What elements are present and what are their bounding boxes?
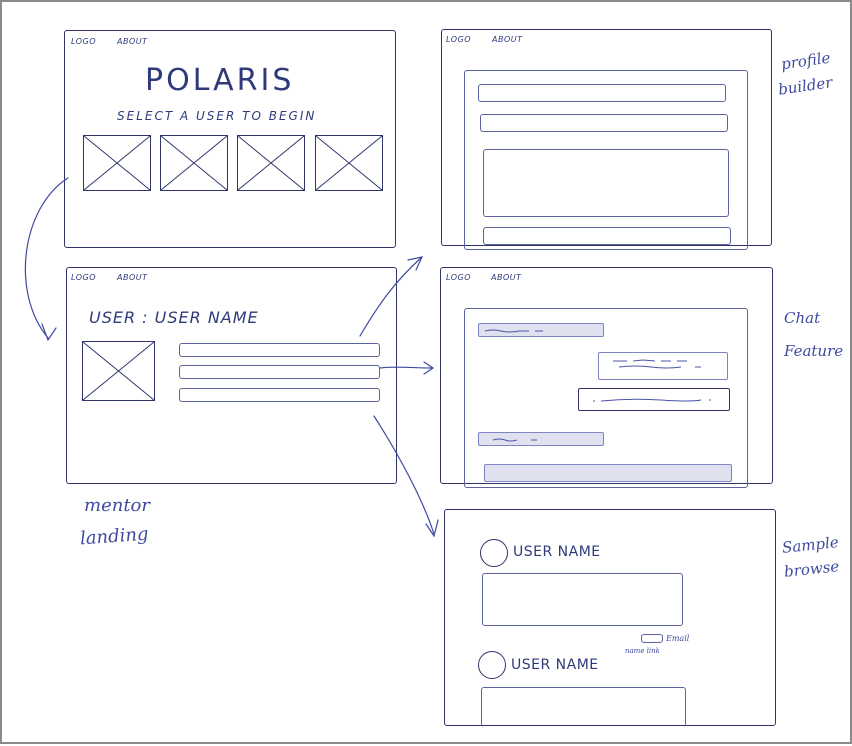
mentor-option-1[interactable] — [179, 343, 380, 357]
chat-message-outgoing — [578, 388, 730, 411]
about-label: ABOUT — [117, 273, 148, 282]
mentor-avatar — [82, 341, 155, 401]
user-avatar-icon — [480, 539, 508, 567]
user-card-2[interactable] — [160, 135, 228, 191]
logo-label: LOGO — [446, 35, 472, 44]
arrow-home-to-mentor — [24, 177, 69, 339]
arrowhead — [407, 256, 424, 271]
arrowhead — [423, 361, 435, 375]
logo-label: LOGO — [446, 273, 472, 282]
chat-message-incoming — [478, 323, 604, 337]
label-line: profile — [779, 48, 832, 74]
profile-form-panel — [464, 70, 748, 250]
user-card-4[interactable] — [315, 135, 383, 191]
mentor-user-line: USER : USER NAME — [89, 308, 259, 327]
user-bio-box-1 — [482, 573, 683, 626]
profile-submit-bar[interactable] — [483, 227, 731, 245]
chat-message-outgoing — [598, 352, 728, 380]
mentor-option-2[interactable] — [179, 365, 380, 379]
chat-panel — [464, 308, 748, 488]
label-line: landing — [79, 523, 150, 550]
page-title: POLARIS — [145, 63, 295, 98]
user-avatar-icon — [478, 651, 506, 679]
user-name-2: USER NAME — [511, 657, 599, 673]
profile-textarea[interactable] — [483, 149, 729, 217]
user-card-3[interactable] — [237, 135, 305, 191]
label-line: mentor — [84, 495, 150, 516]
arrowhead — [41, 323, 57, 342]
browse-frame: USER NAME Email name link USER NAME — [444, 509, 776, 727]
page-subtitle: SELECT A USER TO BEGIN — [117, 109, 317, 123]
about-label: ABOUT — [492, 35, 523, 44]
label-line: Feature — [784, 342, 844, 360]
logo-label: LOGO — [71, 273, 97, 282]
user-bio-box-2 — [481, 687, 686, 727]
label-line: Sample — [781, 533, 840, 557]
user-name-1: USER NAME — [513, 544, 601, 560]
logo-label: LOGO — [71, 37, 97, 46]
name-link-label: name link — [625, 647, 660, 655]
email-button[interactable] — [641, 634, 663, 643]
about-label: ABOUT — [117, 37, 148, 46]
label-line: builder — [777, 73, 834, 99]
profile-field-1[interactable] — [478, 84, 726, 102]
chat-message-incoming — [478, 432, 604, 446]
label-line: browse — [783, 557, 841, 581]
arrowhead — [425, 519, 439, 538]
email-label: Email — [666, 634, 690, 643]
label-line: Chat — [784, 309, 821, 327]
about-label: ABOUT — [491, 273, 522, 282]
profile-field-2[interactable] — [480, 114, 728, 132]
user-card-1[interactable] — [83, 135, 151, 191]
mentor-frame: LOGO ABOUT USER : USER NAME — [66, 267, 397, 484]
home-frame: LOGO ABOUT POLARIS SELECT A USER TO BEGI… — [64, 30, 396, 248]
profile-builder-frame: LOGO ABOUT — [441, 29, 772, 250]
chat-frame: LOGO ABOUT — [440, 267, 773, 488]
chat-input[interactable] — [484, 464, 732, 482]
mentor-option-3[interactable] — [179, 388, 380, 402]
